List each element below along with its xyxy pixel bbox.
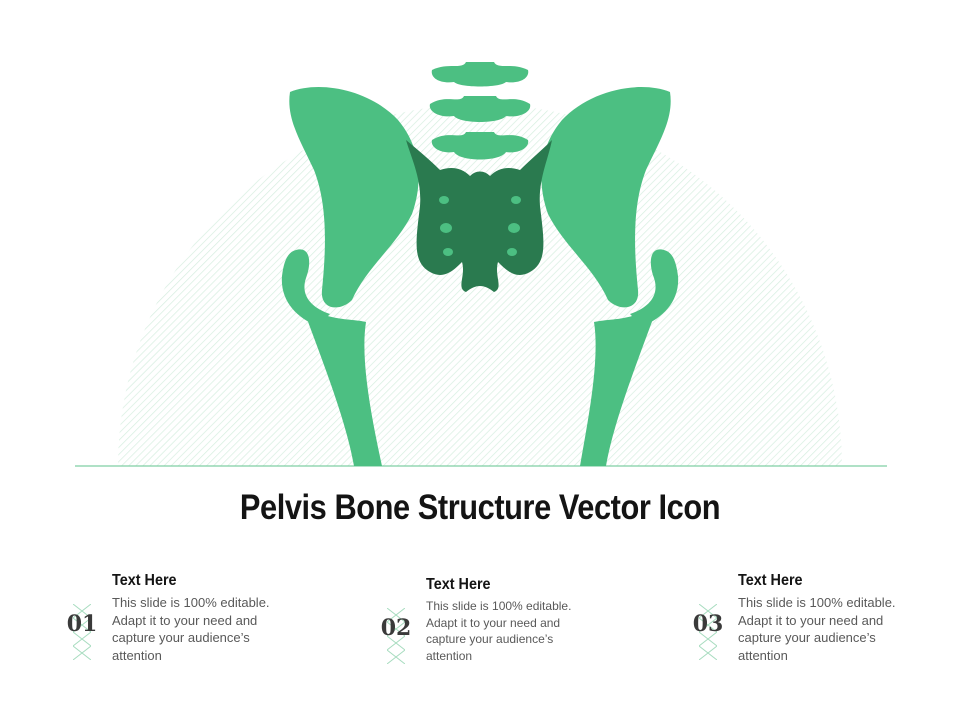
vertebra-2	[429, 96, 531, 122]
vertebra-3	[431, 132, 529, 160]
foramen	[439, 196, 449, 204]
vertebra-1	[431, 62, 529, 87]
foramen	[507, 248, 517, 256]
item-body: This slide is 100% editable. Adapt it to…	[426, 599, 572, 663]
foramen	[508, 223, 520, 233]
item-number-badge: 03	[690, 604, 726, 660]
info-item-3: 03 Text Here This slide is 100% editable…	[690, 572, 950, 672]
right-femur-head	[630, 249, 679, 326]
crosshatch-decoration	[387, 608, 405, 664]
foramen	[440, 223, 452, 233]
item-heading: Text Here	[112, 572, 177, 589]
info-item-1: 01 Text Here This slide is 100% editable…	[64, 572, 324, 672]
page-title: Pelvis Bone Structure Vector Icon	[239, 488, 721, 527]
item-body: This slide is 100% editable. Adapt it to…	[738, 595, 896, 663]
crosshatch-decoration	[73, 604, 91, 660]
item-number-badge: 02	[378, 608, 414, 664]
item-number: 01	[66, 611, 98, 637]
right-femur-shaft	[580, 300, 660, 466]
crosshatch-decoration	[699, 604, 717, 660]
foramen	[443, 248, 453, 256]
item-number: 03	[692, 611, 724, 637]
left-femur-shaft	[300, 300, 382, 466]
item-number-badge: 01	[64, 604, 100, 660]
item-heading: Text Here	[426, 576, 491, 593]
item-heading: Text Here	[738, 572, 803, 589]
sacral-foramina	[439, 196, 521, 256]
foramen	[511, 196, 521, 204]
right-ilium-bone	[541, 87, 671, 308]
left-ilium-bone	[289, 87, 419, 308]
left-femur-head	[281, 249, 330, 326]
item-number: 02	[380, 615, 412, 641]
pelvis-illustration	[75, 62, 887, 467]
info-item-2: 02 Text Here This slide is 100% editable…	[378, 576, 638, 676]
vertebrae	[429, 62, 531, 160]
item-body: This slide is 100% editable. Adapt it to…	[112, 595, 270, 663]
